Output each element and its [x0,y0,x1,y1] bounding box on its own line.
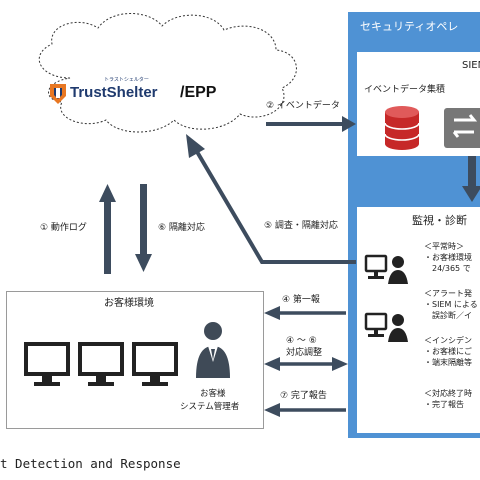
investigate-isolate-label: ⑤ 調査・隔離対応 [264,221,338,231]
monitor-line: ・端末隔離等 [424,358,472,367]
completion-report-arrow [264,403,346,417]
siem-label: SIEM [462,60,480,71]
footer-caption: t Detection and Response [0,456,181,471]
event-store-label: イベントデータ集積 [364,85,446,95]
adjustment-number-label: ④ 〜 ⑥ [286,336,317,346]
first-report-arrow [264,306,346,320]
action-log-arrow [99,184,116,274]
cloud-shape [38,13,297,133]
monitor-line: ・SIEM による [424,300,478,309]
monitor-line: 24/365 で [432,264,471,273]
monitor-line: ＜インシデン [424,336,472,345]
siem-to-monitor-arrow [462,156,480,202]
isolation-arrow [135,184,152,272]
monitor-icon-2 [78,342,124,386]
logo-brand: TrustShelter [70,84,158,101]
admin-label-2: システム管理者 [180,402,240,412]
action-log-label: ① 動作ログ [40,223,87,233]
operator-icon-1 [364,254,408,284]
adjustment-double-arrow [264,357,348,371]
adjustment-label: 対応調整 [286,348,323,358]
admin-label-1: お客様 [200,389,226,399]
monitor-line: ＜アラート発 [424,289,472,298]
database-icon [384,106,420,150]
monitor-line: ・完了報告 [424,400,464,409]
sync-icon [444,108,480,148]
system-admin-icon [196,322,230,378]
logo-ruby: トラストシェルター [104,77,149,83]
trustshelter-logo-icon [50,84,66,104]
event-data-label: ② イベントデータ [266,101,340,111]
monitor-line: 誤診断／イ [432,311,472,320]
monitor-line: ・お客様にご [424,347,472,356]
isolation-label: ⑥ 隔離対応 [158,223,205,233]
monitoring-title: 監視・診断 [412,214,467,227]
soc-title: セキュリティオペレ [360,20,459,33]
operator-icon-2 [364,312,408,342]
customer-title: お客様環境 [104,298,154,309]
completion-report-label: ⑦ 完了報告 [280,391,327,401]
monitor-icon-1 [24,342,70,386]
monitor-line: ＜平常時＞ [424,242,464,251]
investigate-isolate-arrow [186,134,356,264]
monitor-line: ＜対応終了時 [424,389,472,398]
logo-suffix: /EPP [180,84,217,101]
monitor-icon-3 [132,342,178,386]
monitor-line: ・お客様環境 [424,253,472,262]
first-report-label: ④ 第一報 [282,295,320,305]
